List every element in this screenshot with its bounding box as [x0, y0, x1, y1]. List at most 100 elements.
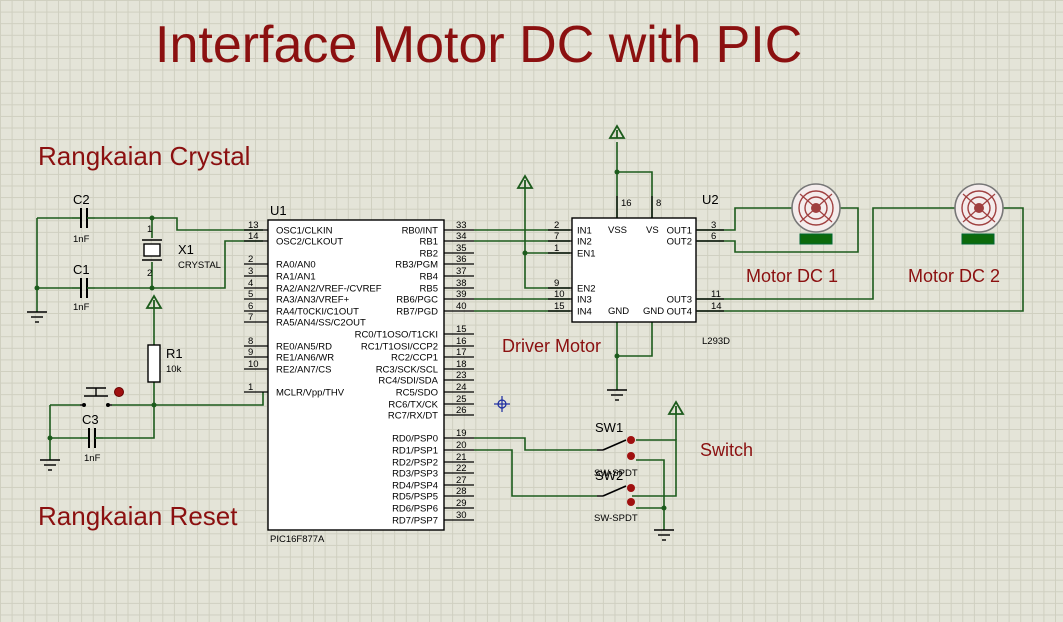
u1-pin-number: 5	[248, 289, 253, 300]
u1-pin-number: 20	[456, 440, 467, 451]
reset-button[interactable]	[80, 387, 124, 408]
junctions	[34, 169, 667, 511]
u1-pin-number: 23	[456, 370, 467, 381]
u1-pin-name: RB3/PGM	[395, 260, 438, 271]
x1-pin2: 2	[147, 268, 152, 279]
u1-pin-name: MCLR/Vpp/THV	[276, 388, 345, 399]
sw2-ref: SW2	[595, 468, 623, 483]
ground-icon	[40, 459, 60, 471]
u2-pin-number: 16	[621, 198, 632, 209]
motor-dc-1	[791, 183, 841, 245]
u1-pin-name: RA3/AN3/VREF+	[276, 295, 350, 306]
u2-pin-number: 10	[554, 289, 565, 300]
motor-1-display-icon	[799, 233, 833, 245]
cursor-crosshair-icon	[494, 396, 510, 412]
u1-body	[267, 219, 445, 531]
u1-pin-number: 13	[248, 220, 259, 231]
u2-pin-name: EN1	[577, 249, 595, 260]
x1-ref: X1	[178, 242, 194, 257]
wire-r1-c3	[103, 382, 155, 439]
u1-pin-name: RD5/PSP5	[392, 492, 438, 503]
u1-pin-number: 27	[456, 475, 467, 486]
power-symbols	[145, 124, 685, 415]
u2-pin-number: 3	[711, 220, 716, 231]
u2-pin-number: 15	[554, 301, 565, 312]
u1-pin-number: 9	[248, 347, 253, 358]
wire-rd0-sw1	[474, 437, 597, 451]
capacitor-c2: C2 1nF	[72, 192, 95, 245]
wire-gnd-2	[617, 322, 653, 357]
ground-icon	[654, 529, 674, 541]
u1-pin-name: OSC2/CLKOUT	[276, 237, 343, 248]
switch-contact-icon	[627, 498, 635, 506]
u2-pin-name: VS	[646, 225, 659, 236]
u1-pin-number: 19	[456, 428, 467, 439]
u1-pin-name: RB4	[420, 272, 438, 283]
c1-value: 1nF	[73, 302, 90, 313]
u2-pin-name: OUT4	[667, 307, 692, 318]
label-driver-motor: Driver Motor	[502, 336, 601, 356]
u1-pin-name: RC4/SDI/SDA	[378, 376, 438, 387]
u1-pin-name: RA5/AN4/SS/C2OUT	[276, 318, 366, 329]
u2-body	[571, 217, 697, 323]
u1-pin-name: RD2/PSP2	[392, 458, 438, 469]
u2-pin-name: EN2	[577, 284, 595, 295]
u1-pin-name: RB1	[420, 237, 438, 248]
c2-ref: C2	[73, 192, 90, 207]
u1-pin-number: 38	[456, 278, 467, 289]
u2-pin-number: 6	[711, 231, 716, 242]
u1-pin-number: 22	[456, 463, 467, 474]
u1-pin-name: RD7/PSP7	[392, 516, 438, 527]
u2-pin-name: OUT3	[667, 295, 692, 306]
ground-icon	[27, 311, 47, 323]
u2-pin-number: 2	[554, 220, 559, 231]
motor-2-display-icon	[961, 233, 995, 245]
switch-sw1[interactable]: SW1 SW-SPDT	[594, 420, 638, 479]
wire-c2-osc1	[95, 217, 263, 231]
switch-contact-icon	[627, 452, 635, 460]
wire-vs	[617, 171, 653, 218]
u1-pin-name: RB6/PGC	[396, 295, 438, 306]
c3-ref: C3	[82, 412, 99, 427]
switch-contact-icon	[627, 436, 635, 444]
u1-pin-number: 25	[456, 394, 467, 405]
u1-pin-name: RD4/PSP4	[392, 481, 438, 492]
u2-pin-number: 14	[711, 301, 722, 312]
u1-pin-name: RA2/AN2/VREF-/CVREF	[276, 284, 382, 295]
u2-gnd-label: GND	[608, 306, 629, 317]
u1-pin-name: RA1/AN1	[276, 272, 316, 283]
capacitor-c3: C3 1nF	[80, 412, 103, 464]
u1-pin-number: 4	[248, 278, 253, 289]
u1-pin-name: RE2/AN7/CS	[276, 365, 331, 376]
u1-pin-name: RC5/SDO	[396, 388, 438, 399]
r1-value: 10k	[166, 364, 182, 375]
u1-pin-name: RA0/AN0	[276, 260, 316, 271]
u1-pin-number: 21	[456, 452, 467, 463]
diagram-title: Interface Motor DC with PIC	[155, 16, 802, 74]
u2-pin-number: 1	[554, 243, 559, 254]
c3-value: 1nF	[84, 453, 101, 464]
wire-out4-motor2	[697, 207, 1024, 312]
junction	[151, 402, 157, 408]
u1-pin-number: 18	[456, 359, 467, 370]
u1-pin-name: RE0/AN5/RD	[276, 342, 332, 353]
sw2-part: SW-SPDT	[594, 513, 638, 524]
u1-pin-number: 15	[456, 324, 467, 335]
u1-pin-number: 10	[248, 359, 259, 370]
u1-pin-name: RB2	[420, 249, 438, 260]
u2-gnd-label: GND	[643, 306, 664, 317]
u1-pin-name: RD0/PSP0	[392, 434, 438, 445]
x1-pin1: 1	[147, 224, 152, 235]
u1-pin-number: 7	[248, 312, 253, 323]
wire-mclr	[112, 392, 264, 406]
u1-pin-number: 35	[456, 243, 467, 254]
wire-en2	[524, 188, 570, 289]
switch-sw2[interactable]: SW2 SW-SPDT	[594, 468, 638, 524]
u2-pin-name: IN1	[577, 226, 592, 237]
u1-pin-number: 36	[456, 254, 467, 265]
u1-pin-number: 24	[456, 382, 467, 393]
capacitor-c1: C1 1nF	[72, 262, 95, 313]
u1-pin-number: 3	[248, 266, 253, 277]
